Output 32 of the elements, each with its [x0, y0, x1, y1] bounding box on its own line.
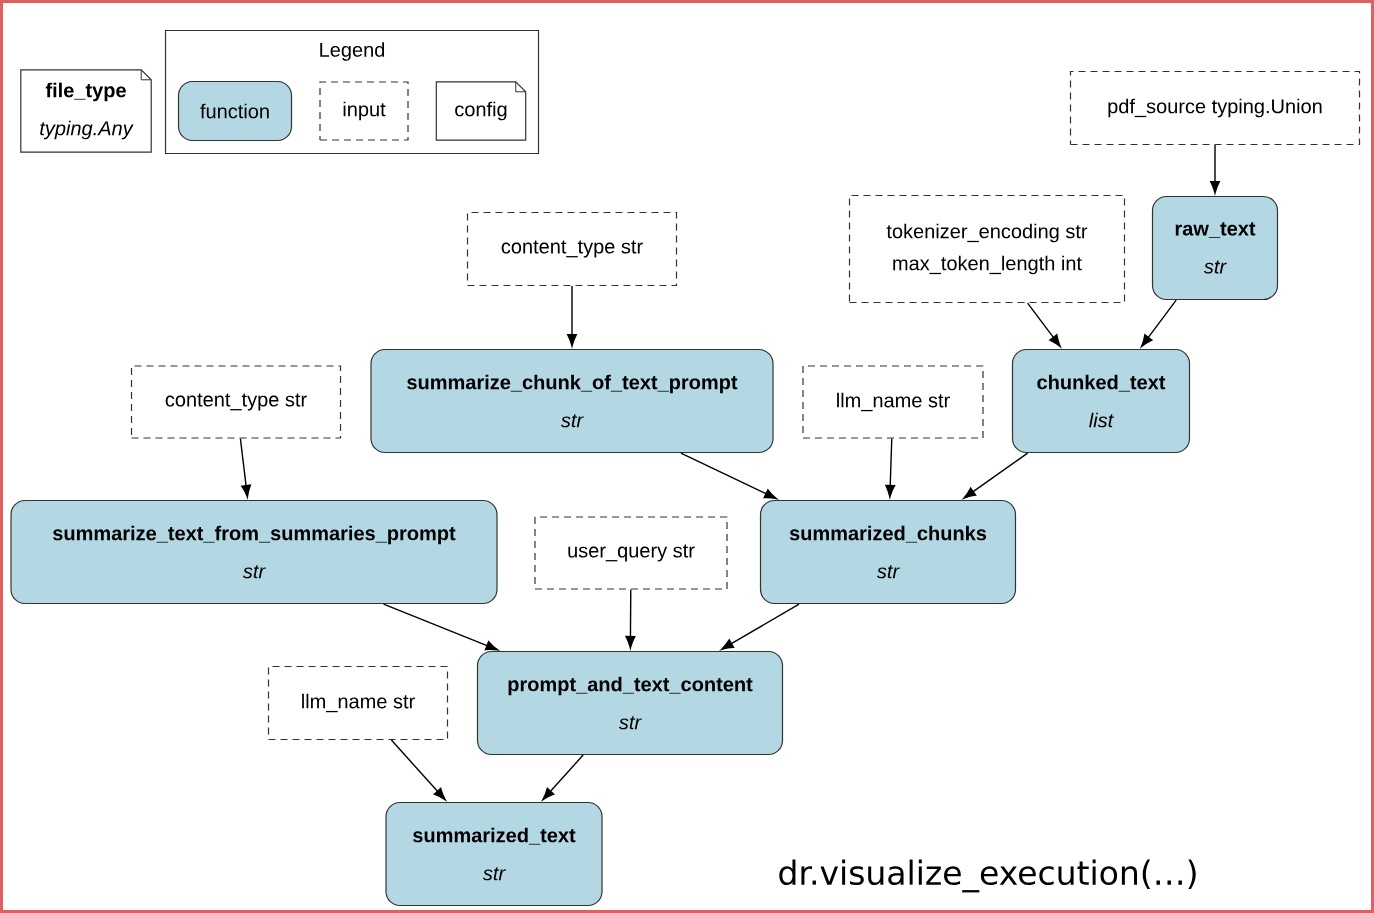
- config-note: file_type typing.Any: [20, 69, 152, 153]
- function-box: summarize_text_from_summaries_prompt str: [10, 499, 498, 605]
- function-box: summarized_text str: [385, 801, 603, 907]
- input-box: content_type str: [466, 211, 678, 287]
- arrow: [963, 452, 1029, 499]
- function-box: function: [177, 80, 293, 142]
- arrow: [382, 603, 499, 651]
- arrow: [720, 603, 800, 651]
- arrow: [390, 739, 446, 801]
- function-box: prompt_and_text_content str: [476, 650, 784, 756]
- arrow: [239, 437, 252, 498]
- input-box: llm_name str: [267, 665, 449, 741]
- input-box: input: [319, 81, 409, 141]
- input-box: user_query str: [534, 516, 728, 590]
- function-box: raw_text str: [1151, 195, 1279, 301]
- arrow: [1026, 302, 1061, 348]
- arrow: [1210, 144, 1220, 194]
- input-box: tokenizer_encoding str max_token_length int: [848, 194, 1126, 304]
- arrow: [625, 588, 636, 649]
- arrow: [680, 452, 778, 500]
- input-box: pdf_source typing.Union: [1069, 70, 1361, 146]
- function-box: summarized_chunks str: [759, 499, 1017, 605]
- function-box: chunked_text list: [1011, 348, 1191, 454]
- input-box: llm_name str: [802, 365, 984, 439]
- arrow: [567, 285, 577, 347]
- code-caption: dr.visualize_execution(…): [779, 859, 1196, 893]
- input-box: content_type str: [130, 365, 342, 439]
- config-note: config: [435, 81, 527, 141]
- arrow: [542, 754, 584, 801]
- arrow: [1140, 299, 1177, 348]
- function-box: summarize_chunk_of_text_prompt str: [370, 348, 774, 454]
- arrow: [885, 437, 896, 498]
